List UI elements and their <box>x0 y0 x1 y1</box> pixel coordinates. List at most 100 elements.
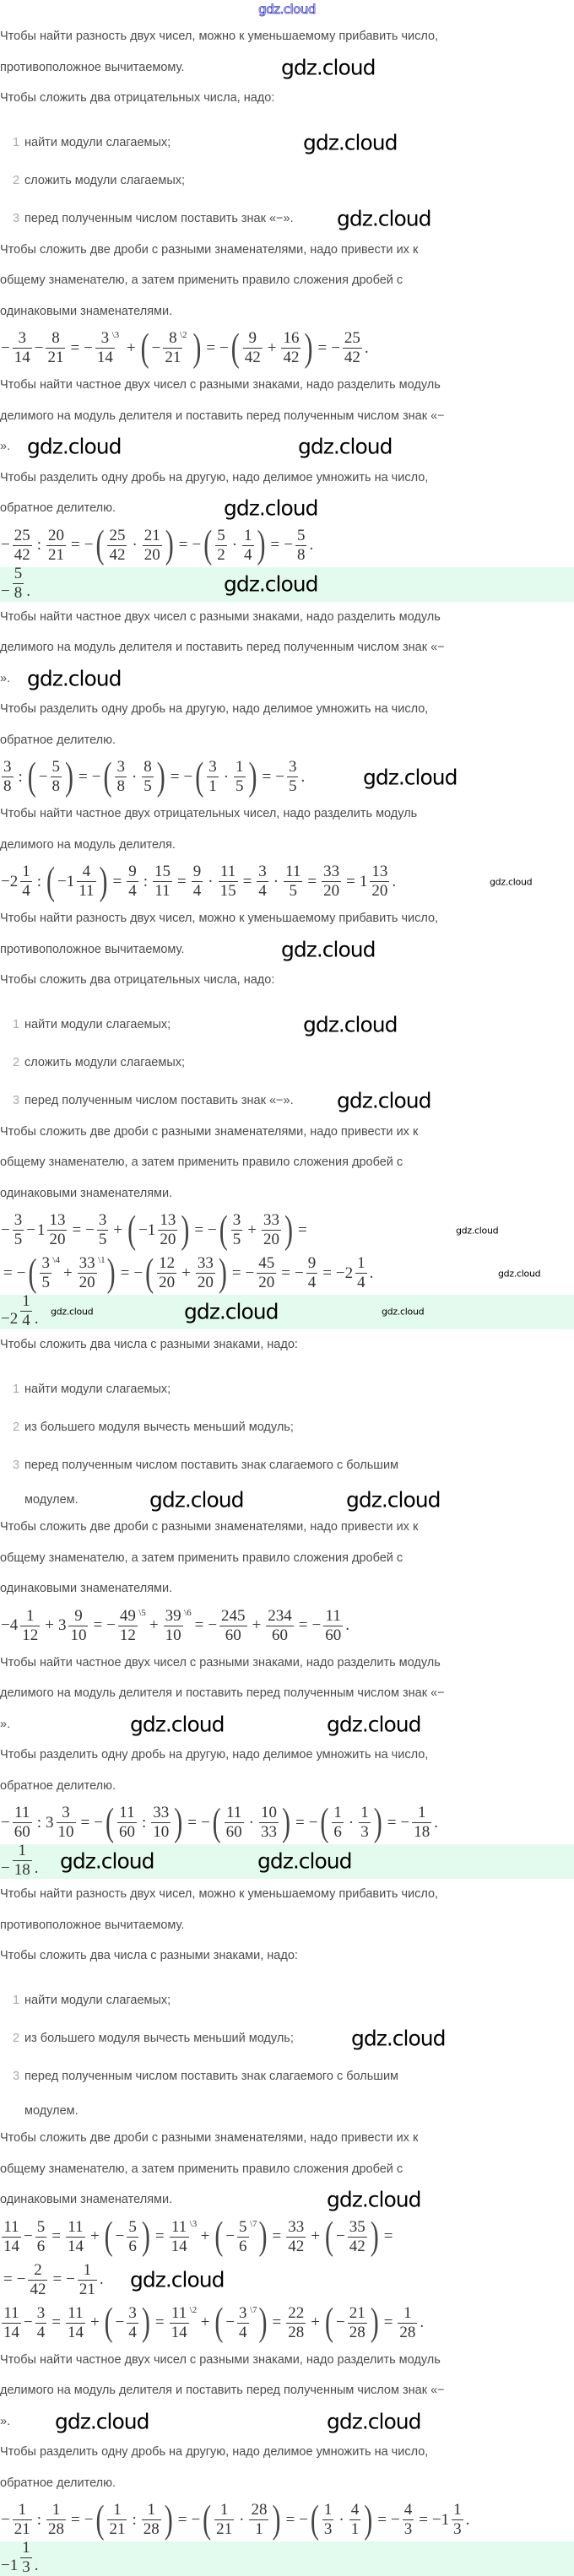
denominator: 20 <box>323 882 340 900</box>
denominator: 21 <box>109 2520 126 2538</box>
math-symbol: = <box>242 872 252 890</box>
left-paren: ( <box>214 2300 224 2344</box>
denominator: 20 <box>160 1231 176 1248</box>
fraction-bar <box>95 348 115 349</box>
list-item-line: перед полученным числом поставить знак с… <box>24 2058 574 2096</box>
denominator: 21 <box>14 2520 30 2538</box>
math-symbol: = <box>120 1264 130 1282</box>
math-symbol: − <box>311 1616 322 1634</box>
paragraph-line-text: Чтобы найти частное двух чисел с разными… <box>0 378 441 392</box>
math-symbol: = <box>187 1813 197 1832</box>
list-item-number: 2 <box>13 1420 20 1434</box>
numerator-value: 4 <box>82 863 91 880</box>
watermark-text: gdz.cloud <box>298 434 393 459</box>
numerator-value: 3 <box>62 1804 70 1821</box>
paragraph-line: Чтобы сложить две дроби с разными знамен… <box>0 2123 574 2154</box>
denominator: 42 <box>283 349 300 366</box>
extra-factor: 4 <box>52 1253 60 1268</box>
list-item-text: из большего модуля вычесть меньший модул… <box>24 2020 574 2058</box>
numerator: 33 <box>322 863 341 879</box>
list-item-line-text: найти модули слагаемых; <box>24 1017 171 1031</box>
fraction-bar <box>284 881 303 882</box>
math-symbol: . <box>364 338 369 357</box>
numerator-value: 11 <box>14 1804 30 1821</box>
numerator: 37 <box>237 2305 257 2321</box>
numerator: 3 <box>13 1212 24 1228</box>
math-symbol: + <box>311 2227 320 2245</box>
fraction-bar <box>77 2279 97 2281</box>
numerator: 33 <box>286 2219 306 2235</box>
numerator: 16 <box>281 330 301 346</box>
extra-factor: 2 <box>190 2303 198 2318</box>
numerator: 11 <box>284 863 302 879</box>
list-item-text: сложить модули слагаемых; <box>24 1044 574 1082</box>
watermark-text: gdz.cloud <box>303 1012 398 1037</box>
fraction-bar <box>355 1273 367 1274</box>
denominator: 21 <box>165 349 181 366</box>
site-header: gdz.cloud <box>0 0 574 21</box>
right-paren: ) <box>281 1800 290 1844</box>
math-symbol: = <box>194 1616 204 1634</box>
math-symbol: = <box>51 2314 61 2331</box>
numerator-value: 9 <box>192 863 202 880</box>
left-paren: ( <box>212 1800 221 1844</box>
numerator-value: 20 <box>48 526 64 544</box>
fraction-bar <box>169 2236 189 2238</box>
extra-factor: 7 <box>250 2303 257 2318</box>
numerator: 1 <box>332 1805 344 1821</box>
fraction-bar <box>452 2519 463 2520</box>
math-symbol: . <box>345 1616 349 1634</box>
fraction-bar <box>12 348 32 349</box>
paragraph: Чтобы разделить одну дробь на другую, на… <box>0 463 574 524</box>
paragraph-line-text: Чтобы сложить два числа с разными знакам… <box>0 1338 298 1351</box>
fraction-bar <box>116 1822 137 1823</box>
fraction-bar <box>370 881 390 882</box>
fraction-bar <box>215 544 227 546</box>
numerator-value: 33 <box>197 1254 214 1272</box>
left-paren: ( <box>127 1208 137 1252</box>
numerator: 1 <box>355 1255 367 1271</box>
site-logo[interactable]: gdz.cloud <box>258 2 317 18</box>
numerator: 3 <box>97 1212 109 1228</box>
fraction-bar <box>96 1230 109 1231</box>
math-symbol: − <box>400 1813 410 1832</box>
math-symbol: − <box>219 338 229 357</box>
paragraph-line-text: Чтобы разделить одну дробь на другую, на… <box>0 1748 429 1762</box>
denominator: 6 <box>333 1823 342 1841</box>
numerator-value: 3 <box>208 758 217 776</box>
math-symbol: · <box>273 872 279 890</box>
math-symbol: · <box>223 767 230 786</box>
numerator-value: 1 <box>18 1844 26 1859</box>
numerator: 9 <box>306 1255 318 1271</box>
right-paren: ) <box>258 2300 268 2344</box>
numerator-value: 5 <box>217 526 225 544</box>
numerator: 1 <box>20 863 32 879</box>
numerator-value: 5 <box>36 2217 46 2236</box>
denominator: 42 <box>109 545 126 564</box>
fraction: 11214 <box>169 2305 197 2341</box>
numerator: 1 <box>416 1805 428 1821</box>
math-symbol: = <box>72 1220 82 1239</box>
numerator-value: 33 <box>263 1211 279 1229</box>
left-paren: ( <box>46 859 55 903</box>
list-item-line: найти модули слагаемых;gdz.cloud <box>24 124 574 162</box>
paragraph-line-text: ». <box>0 2414 11 2428</box>
numerator: 11 <box>13 1805 31 1821</box>
numerator-value: 5 <box>239 2217 247 2236</box>
denominator: 14 <box>67 2237 84 2255</box>
list-item-number: 3 <box>13 211 20 225</box>
math-symbol: + <box>181 1264 191 1282</box>
fraction-bar <box>65 2236 85 2238</box>
